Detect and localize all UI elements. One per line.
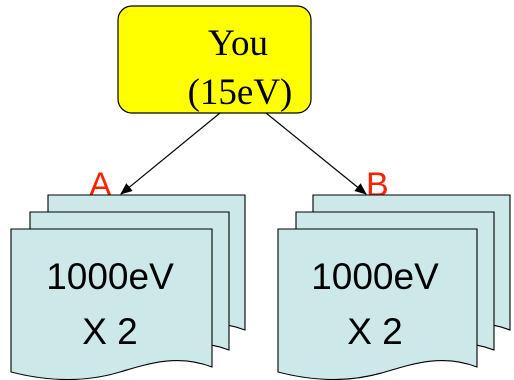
document-multiplier-b: X 2 xyxy=(347,311,403,352)
you-box-energy: (15eV) xyxy=(188,72,293,113)
you-box-shape xyxy=(117,5,312,114)
you-box: You (15eV) xyxy=(117,5,312,114)
document-energy-b: 1000eV xyxy=(311,256,439,297)
arrow-to-b xyxy=(265,112,367,195)
arrow-to-a xyxy=(120,112,221,195)
document-multiplier-a: X 2 xyxy=(82,311,138,352)
document-energy-a: 1000eV xyxy=(46,256,174,297)
document-page-front xyxy=(277,228,478,380)
document-stack-b: 1000eV X 2 xyxy=(277,194,511,380)
document-stack-a: 1000eV X 2 xyxy=(10,194,246,380)
you-box-title: You xyxy=(208,23,268,64)
document-page-front xyxy=(10,228,213,380)
